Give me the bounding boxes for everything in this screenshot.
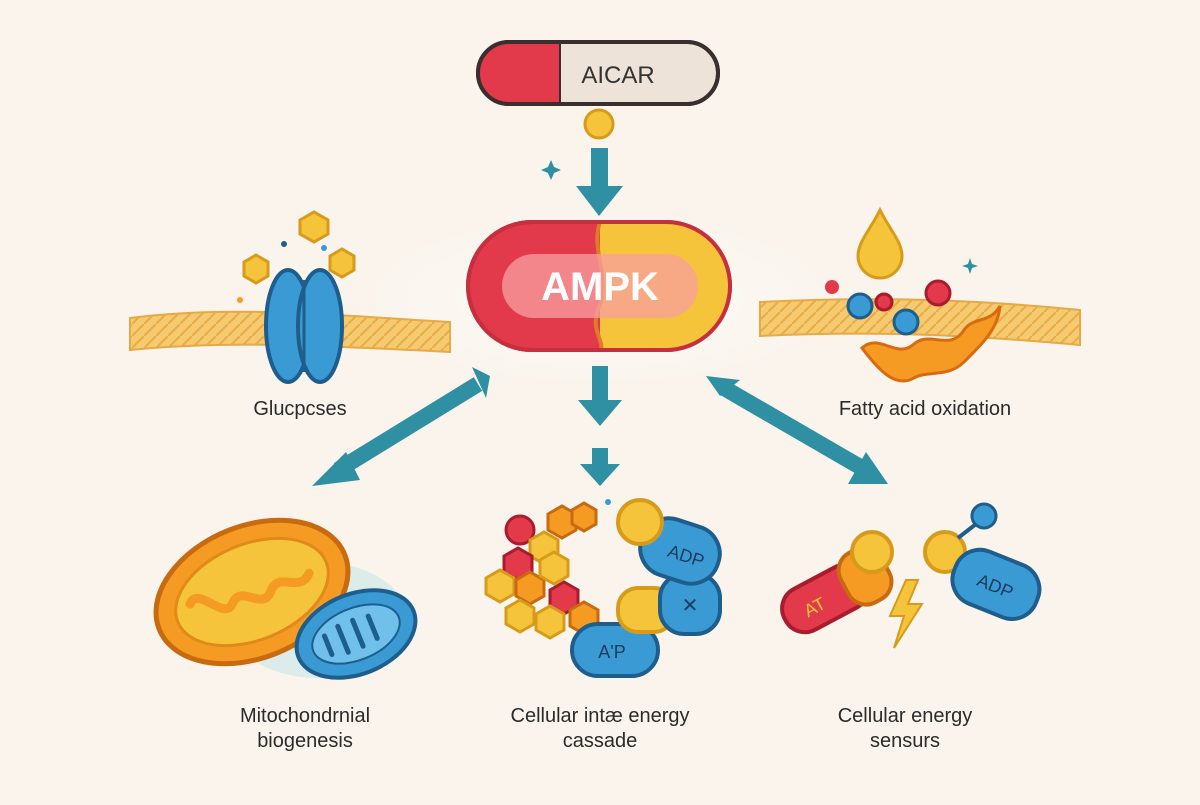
fatty-acid-icon <box>825 206 1002 383</box>
aicar-molecule-icon <box>583 108 615 140</box>
cascade-line-2: cassade <box>562 730 638 752</box>
energy-sensors-label: Cellular energy sensurs <box>790 704 1020 754</box>
energy-cascade-icon: A'P ✕ ADP <box>484 498 722 678</box>
mito-line-2: biogenesis <box>257 730 353 752</box>
cascade-line-1: Cellular intæ energy <box>510 705 690 727</box>
atp-cascade-label: A'P <box>598 642 625 662</box>
energy-cascade-label: Cellular intæ energy cassade <box>470 704 730 754</box>
ampk-node: AMPK <box>466 220 732 352</box>
arrow-ampk-to-cascade <box>578 366 622 486</box>
sensors-line-2: sensurs <box>869 730 941 752</box>
arrow-aicar-to-ampk <box>576 148 623 216</box>
arrow-ampk-glucose-mito <box>312 367 490 486</box>
arrow-ampk-fatty-sensors <box>706 376 888 484</box>
fatty-acid-oxidation-label: Fatty acid oxidation <box>838 398 1012 420</box>
mito-line-1: Mitochondrnial <box>239 705 371 727</box>
sparkle-icon <box>541 160 978 274</box>
aicar-pill: AICAR <box>476 40 720 106</box>
lightning-icon <box>888 579 924 649</box>
svg-text:✕: ✕ <box>682 595 699 617</box>
mitochondrial-biogenesis-label: Mitochondrnial biogenesis <box>185 704 425 754</box>
ampk-label: AMPK <box>541 265 659 309</box>
glucose-transporter-icon <box>237 210 356 384</box>
mitochondria-icon <box>153 517 418 680</box>
glucose-label: Glucpcses <box>253 398 347 420</box>
sensors-line-1: Cellular energy <box>837 705 973 727</box>
aicar-label: AICAR <box>581 62 654 89</box>
energy-sensors-icon: AT ADP <box>780 502 1042 649</box>
